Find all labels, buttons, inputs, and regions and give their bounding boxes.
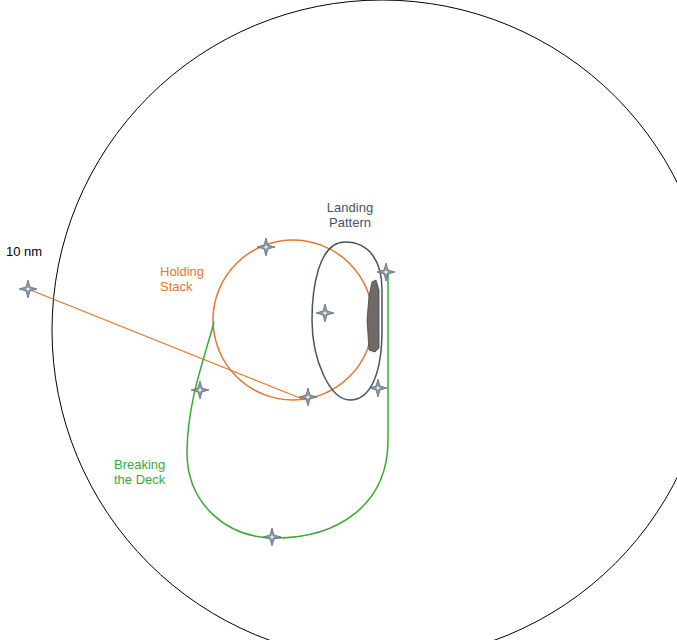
break-label: Breaking the Deck (114, 457, 178, 487)
break-path (187, 272, 388, 538)
holding-circle (213, 240, 373, 400)
range-circle (52, 0, 677, 640)
holding-label: Holding Stack (160, 264, 214, 294)
carrier-ship (367, 280, 379, 352)
landing-label: Landing Pattern (318, 200, 382, 230)
range-label: 10 nm (6, 244, 56, 259)
landing-oval (312, 242, 382, 400)
approach-line (28, 289, 305, 400)
